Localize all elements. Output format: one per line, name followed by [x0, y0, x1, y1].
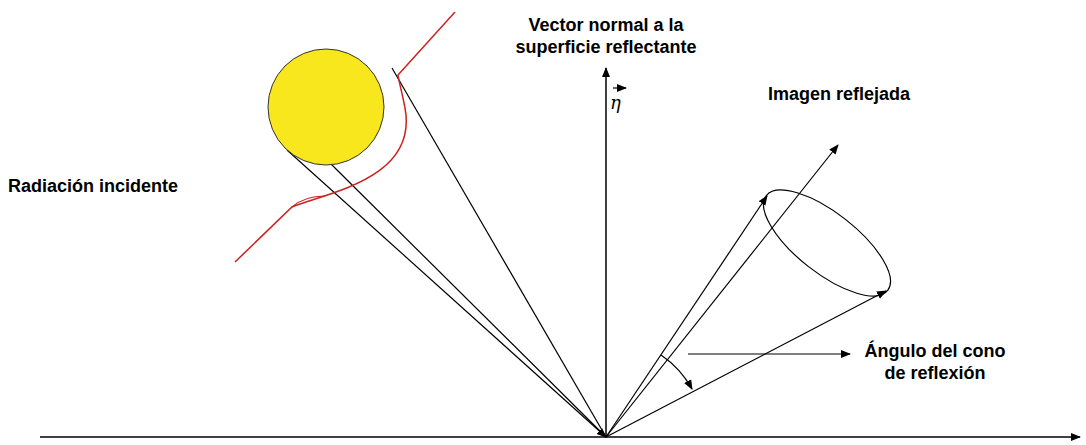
part-label: Imagen reflejada	[768, 83, 958, 105]
normal-vector	[605, 68, 607, 437]
incident-ray	[331, 164, 606, 437]
angle-label: Ángulo del cono de reflexión	[855, 340, 1015, 384]
incident-ray	[392, 68, 606, 437]
axis-label: Vector normal a la superficie reflectant…	[491, 14, 721, 58]
angle-arc	[661, 355, 692, 389]
reflected-axis	[606, 145, 838, 437]
leader-arrow	[688, 353, 850, 354]
part-label: Radiación incidente	[8, 175, 278, 197]
sun-disc	[268, 49, 384, 165]
reflected-image-ellipse	[748, 172, 906, 314]
radiation-contour	[292, 196, 325, 207]
radiation-contour	[235, 12, 455, 262]
vector-symbol-arrow	[613, 87, 626, 88]
reflected-ray	[606, 196, 767, 437]
vector-symbol: η	[610, 92, 634, 114]
surface-axis	[40, 436, 1080, 438]
reflected-ray	[606, 291, 886, 437]
